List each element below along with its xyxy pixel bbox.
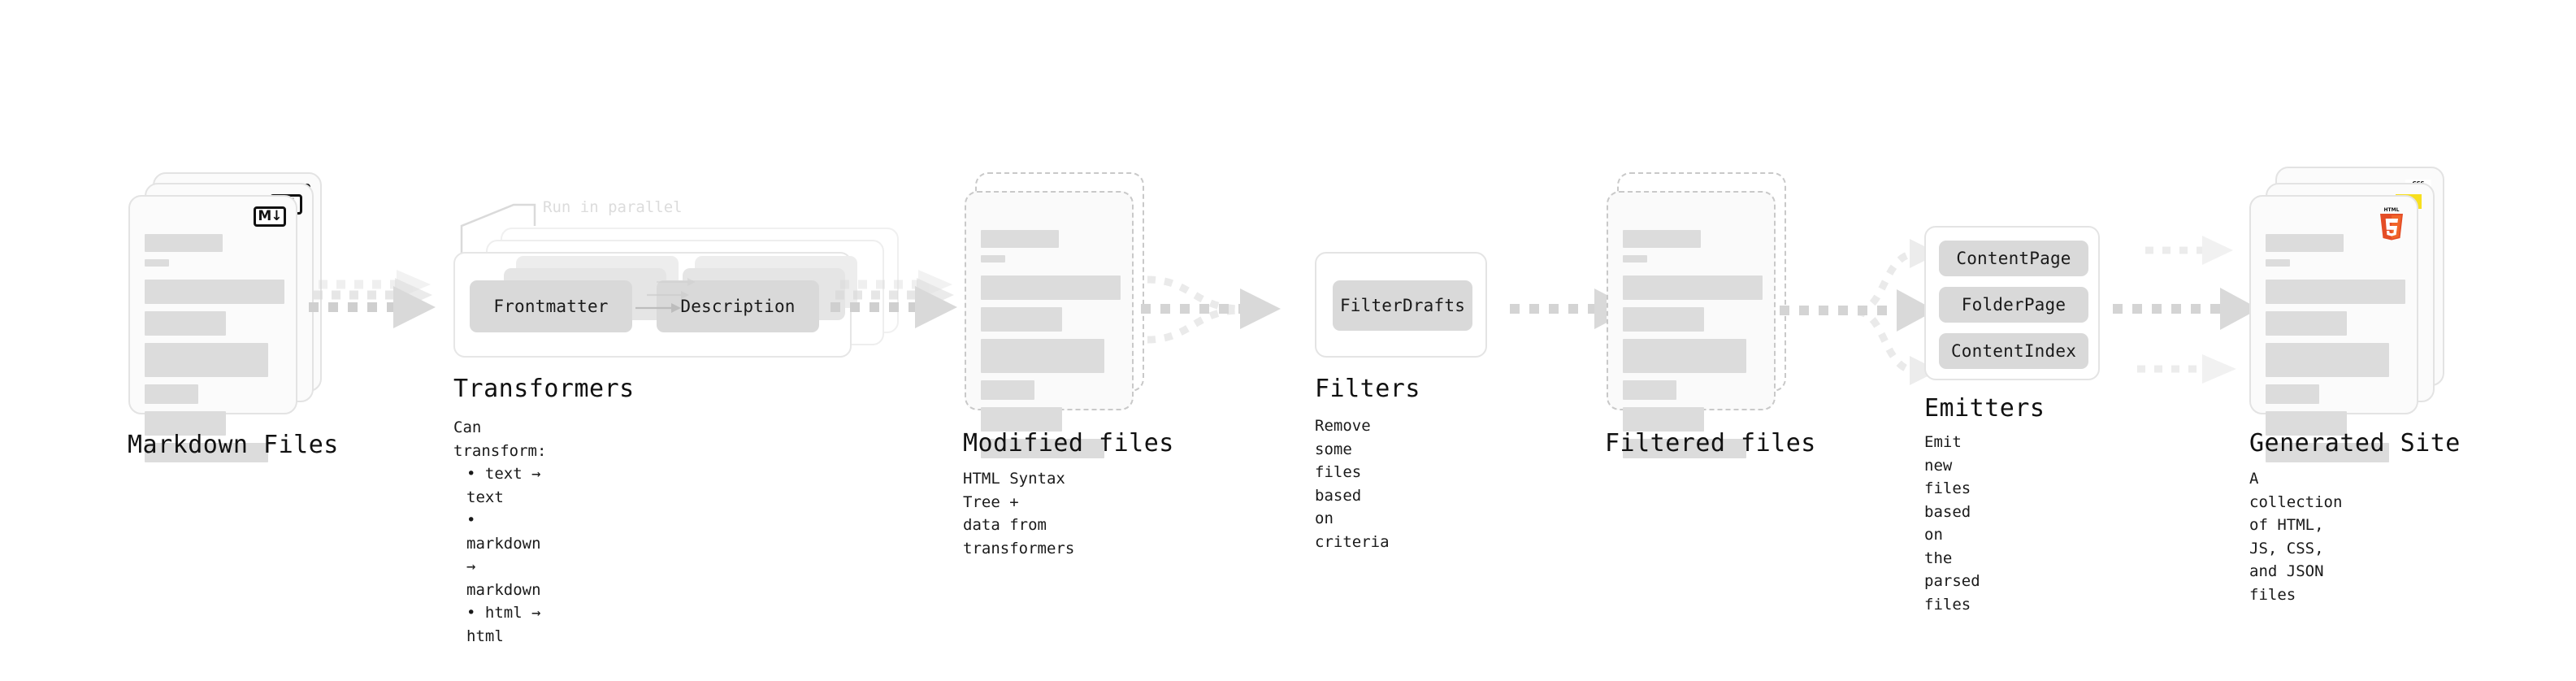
doc-line-6 [145, 411, 226, 436]
markdown-icon: M↓ [254, 206, 286, 227]
doc-line-0 [2266, 234, 2344, 252]
filtered-doc-front [1607, 191, 1776, 458]
arrow-transformers-to-modified [830, 268, 977, 358]
doc-line-3 [981, 307, 1062, 332]
transformers-desc-heading: Can transform: [453, 419, 547, 460]
doc-line-5 [145, 384, 198, 404]
emitters-subtitle: Emit new files based on the parsed files [1924, 433, 1980, 614]
doc-line-3 [145, 311, 226, 336]
doc-line-5 [981, 380, 1034, 400]
doc-line-4 [145, 343, 268, 377]
markdown-doc-front: M↓ [128, 195, 297, 462]
transformers-bullet-1: • markdown → markdown [466, 511, 541, 599]
arrow-markdown-to-transformers [309, 268, 455, 358]
doc-line-3 [2266, 311, 2347, 336]
html5-icon: HTML [2378, 206, 2405, 241]
doc-line-7 [1623, 439, 1746, 458]
doc-placeholder-lines [981, 230, 1121, 466]
svg-text:HTML: HTML [2384, 207, 2400, 213]
page-title-transformers: Transformers [453, 375, 635, 403]
chip-contentindex[interactable]: ContentIndex [1939, 333, 2088, 369]
chip-contentpage[interactable]: ContentPage [1939, 241, 2088, 276]
run-in-parallel-bracket [460, 203, 536, 258]
chip-filterdrafts[interactable]: FilterDrafts [1333, 280, 1472, 331]
page-title-markdown-files: Markdown Files [128, 431, 339, 459]
arrow-modified-to-filters [1141, 262, 1303, 367]
doc-line-5 [1623, 380, 1676, 400]
filters-group: FilterDrafts [1315, 252, 1487, 358]
doc-line-4 [981, 339, 1104, 373]
doc-line-1 [2266, 259, 2290, 267]
page-title-emitters: Emitters [1924, 394, 2045, 423]
transformers-bullet-0: • text → text [466, 465, 541, 506]
doc-line-7 [981, 439, 1104, 458]
generated-site-subtitle: A collection of HTML, JS, CSS, and JSON … [2249, 470, 2343, 604]
doc-line-0 [1623, 230, 1701, 248]
doc-line-7 [145, 443, 268, 462]
chip-folderpage[interactable]: FolderPage [1939, 287, 2088, 323]
doc-line-6 [2266, 411, 2347, 436]
doc-placeholder-lines [2266, 234, 2405, 470]
doc-line-1 [1623, 255, 1647, 262]
doc-line-2 [981, 275, 1121, 300]
doc-placeholder-lines [1623, 230, 1763, 466]
doc-line-7 [2266, 443, 2389, 462]
filters-subtitle: Remove some files based on criteria [1315, 417, 1390, 551]
doc-line-4 [1623, 339, 1746, 373]
run-in-parallel-label: Run in parallel [543, 198, 683, 216]
page-title-filters: Filters [1315, 375, 1420, 403]
page-title-modified-files: Modified files [963, 429, 1174, 458]
doc-line-0 [145, 234, 223, 252]
emitters-group: ContentPage FolderPage ContentIndex [1924, 226, 2100, 380]
page-title-generated-site: Generated Site [2249, 429, 2461, 458]
site-doc-front: HTML [2249, 195, 2418, 462]
doc-line-1 [145, 259, 169, 267]
doc-line-2 [2266, 280, 2405, 304]
doc-line-1 [981, 255, 1005, 262]
chip-description[interactable]: Description [657, 280, 819, 332]
doc-line-3 [1623, 307, 1704, 332]
page-title-filtered-files: Filtered files [1605, 429, 1816, 458]
transformer-inner-arrows [635, 278, 696, 313]
transformers-bullet-2: • html → html [466, 604, 541, 645]
arrow-emitters-to-site [2113, 234, 2275, 388]
doc-line-6 [981, 407, 1062, 432]
doc-line-0 [981, 230, 1059, 248]
doc-line-4 [2266, 343, 2389, 377]
chip-frontmatter[interactable]: Frontmatter [470, 280, 632, 332]
doc-line-2 [145, 280, 284, 304]
doc-line-5 [2266, 384, 2319, 404]
transformers-description: Can transform: • text → text • markdown … [453, 416, 546, 648]
doc-line-2 [1623, 275, 1763, 300]
modified-files-subtitle: HTML Syntax Tree + data from transformer… [963, 470, 1075, 557]
doc-line-6 [1623, 407, 1704, 432]
modified-doc-front [965, 191, 1134, 458]
doc-placeholder-lines [145, 234, 284, 470]
